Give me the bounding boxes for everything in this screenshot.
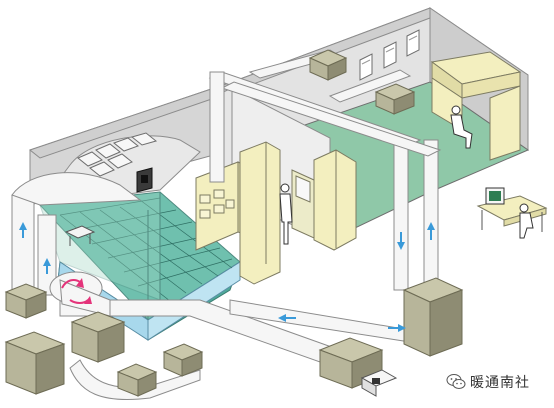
watermark-text: 暖通南社 bbox=[470, 375, 530, 391]
arrow-blue-up-duct bbox=[427, 222, 435, 240]
ahu-left-top bbox=[4, 283, 48, 319]
ahu-left-bottom bbox=[4, 331, 66, 395]
duct-vertical-return bbox=[423, 139, 439, 291]
window bbox=[406, 29, 420, 57]
arrow-blue-down-duct bbox=[397, 232, 405, 250]
arrow-blue-up-left-2 bbox=[43, 258, 51, 274]
air-handling-units bbox=[4, 49, 464, 397]
process-equipment bbox=[195, 141, 357, 285]
window bbox=[359, 53, 373, 81]
arrow-blue-up-left bbox=[19, 222, 27, 238]
ahu-lower-right bbox=[318, 337, 384, 389]
ahu-small-2 bbox=[162, 343, 204, 377]
computer-desk bbox=[476, 187, 548, 239]
duct-left-vertical bbox=[11, 194, 35, 291]
ahu-small-1 bbox=[116, 363, 158, 397]
wechat-icon bbox=[446, 374, 466, 389]
window bbox=[383, 41, 397, 69]
arrow-blue-right-floor bbox=[388, 324, 406, 332]
control-panel bbox=[136, 167, 153, 193]
office-workstation bbox=[430, 51, 522, 161]
cleanroom-bench bbox=[64, 225, 96, 246]
outdoor-air-intake bbox=[360, 369, 398, 397]
watermark: 暖通南社 bbox=[446, 371, 530, 393]
ahu-roof bbox=[308, 49, 348, 81]
person-standing bbox=[279, 183, 293, 245]
arrow-pink-return bbox=[61, 278, 92, 304]
airflow-arrows bbox=[19, 222, 435, 332]
window-row bbox=[359, 29, 420, 81]
duct-vertical-supply bbox=[393, 139, 409, 291]
arrow-blue-left-floor bbox=[278, 314, 296, 322]
ahu-center bbox=[70, 311, 126, 363]
ahu-office bbox=[374, 83, 416, 115]
ahu-main bbox=[402, 277, 464, 357]
